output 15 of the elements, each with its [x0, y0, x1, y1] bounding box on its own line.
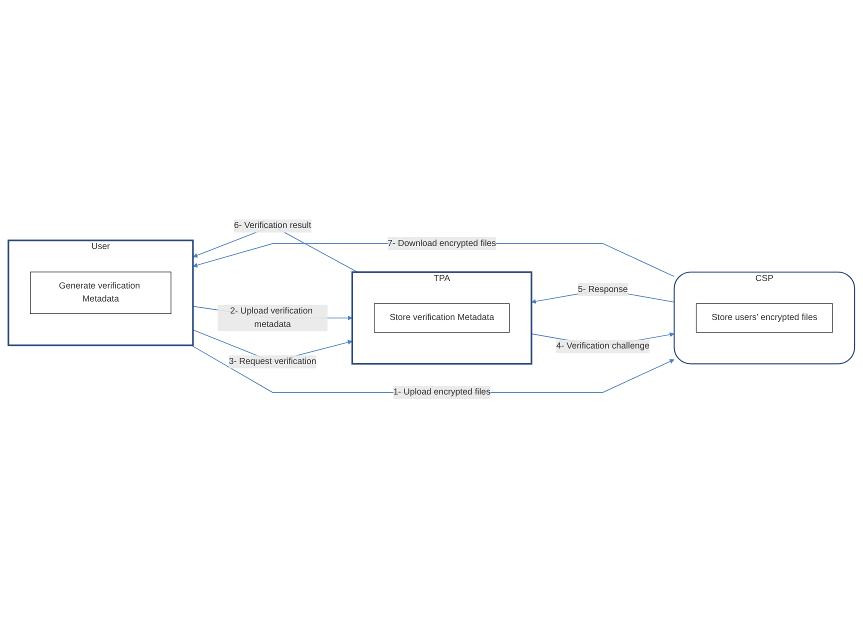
edge-label: 3- Request verification — [228, 357, 316, 366]
edge-label: 4- Verification challenge — [556, 342, 650, 352]
node-box — [696, 304, 833, 333]
arrow — [190, 345, 674, 394]
edge-label: 6- Verification result — [234, 221, 312, 231]
node-box — [30, 272, 172, 314]
edge-label: 5- Response — [578, 284, 628, 294]
edge-label: 1- Upload encrypted files — [393, 388, 490, 398]
node-box — [374, 304, 510, 333]
cluster — [674, 272, 856, 365]
cluster — [8, 240, 194, 346]
cluster — [351, 272, 532, 365]
edge-label: 7- Download encrypted files — [388, 238, 496, 248]
diagram: 6- Verification result 2- Upload verification metadata 3- Request verification 5- Response 4- Verification challenge 7- Download encrypted files 1- Upload encrypted files CSP Store users’ encrypted files User Generate verification Metadata TPA Store verification Metadata — [4, 215, 859, 404]
edge-label: 2- Upload verification metadata — [230, 306, 313, 330]
